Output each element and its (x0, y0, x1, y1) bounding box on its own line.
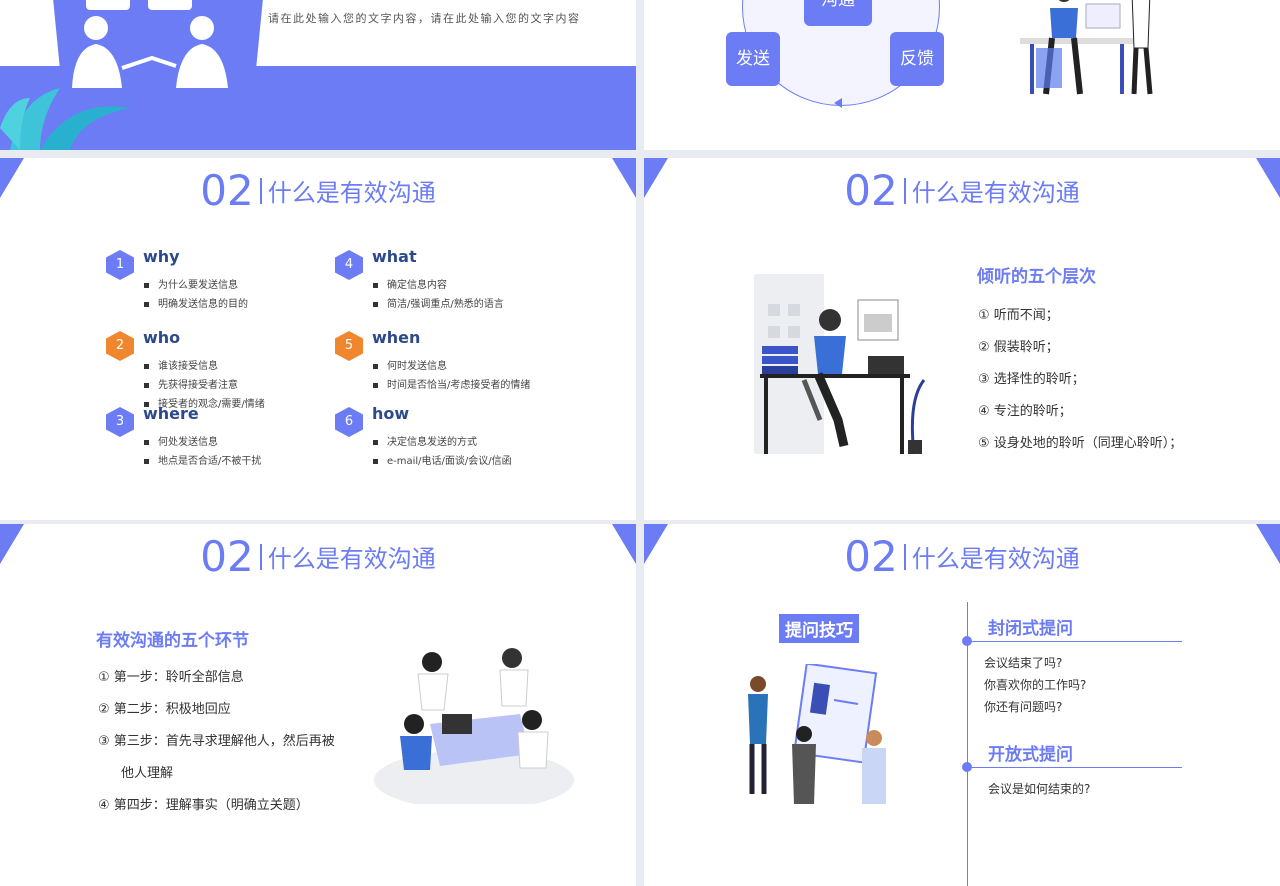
timeline-dot-open (962, 762, 972, 772)
feedback-box: 反馈 (890, 32, 944, 86)
corner-triangle-right (612, 524, 636, 564)
slide-heading: 02 什么是有效沟通 (644, 532, 1280, 581)
step-item: ③ 第三步：首先寻求理解他人，然后再被 (98, 734, 335, 749)
people-talking-icon (72, 0, 228, 88)
heading-divider (259, 177, 262, 204)
closed-question: 你还有问题吗? (984, 700, 1063, 714)
closed-question: 会议结束了吗? (984, 656, 1063, 670)
slide1-subtitle: 请在此处输入您的文字内容，请在此处输入您的文字内容 (268, 12, 581, 25)
question-word: what (372, 247, 417, 266)
slide-heading: 02 什么是有效沟通 (0, 166, 636, 215)
woman-desk-illustration (754, 274, 926, 455)
corner-triangle-left (0, 158, 24, 198)
number-badge: 1 (106, 250, 134, 280)
bullet-item: 谁该接受信息 (144, 357, 218, 372)
heading-title: 什么是有效沟通 (911, 179, 1080, 207)
listening-level: ② 假装聆听； (978, 340, 1059, 355)
listening-level: ① 听而不闻； (978, 308, 1059, 323)
heading-divider (903, 543, 906, 570)
bullet-item: 为什么要发送信息 (144, 276, 238, 291)
timeline-line (967, 602, 968, 886)
step-item: 他人理解 (121, 766, 174, 781)
heading-number: 02 (200, 532, 254, 581)
chat-illustration (52, 0, 264, 96)
heading-number: 02 (200, 166, 254, 215)
step-item: ② 第二步：积极地回应 (98, 702, 231, 717)
corner-triangle-right (1256, 524, 1280, 564)
five-steps-heading: 有效沟通的五个环节 (96, 631, 249, 651)
bullet-item: 决定信息发送的方式 (373, 433, 477, 448)
listening-level: ⑤ 设身处地的聆听（同理心聆听）； (978, 436, 1183, 451)
heading-title: 什么是有效沟通 (267, 179, 436, 207)
bullet-item: 先获得接受者注意 (144, 376, 238, 391)
bullet-item: 明确发送信息的目的 (144, 295, 248, 310)
heading-number: 02 (844, 166, 898, 215)
slide-3: 02 什么是有效沟通 1 why 为什么要发送信息明确发送信息的目的 2 who 谁该接受信… (0, 158, 636, 520)
number-badge: 6 (335, 407, 363, 437)
step-item: ① 第一步：聆听全部信息 (98, 670, 244, 685)
number-badge: 4 (335, 250, 363, 280)
question-word: why (143, 247, 180, 266)
closed-divider (972, 641, 1182, 642)
listening-level: ④ 专注的聆听； (978, 404, 1072, 419)
team-meeting-illustration (374, 648, 574, 804)
closed-question-title: 封闭式提问 (988, 619, 1073, 639)
heading-number: 02 (844, 532, 898, 581)
slide-4: 02 什么是有效沟通 倾听的五个层次 ① 听而不闻； ② 假装聆听； ③ 选择性的聆听… (644, 158, 1280, 520)
presentation-illustration (748, 664, 886, 804)
open-question: 会议是如何结束的? (988, 782, 1091, 796)
bullet-item: 确定信息内容 (373, 276, 447, 291)
center-box: 有效 沟通 (804, 0, 872, 26)
bullet-item: 时间是否恰当/考虑接受者的情绪 (373, 376, 530, 391)
open-question-title: 开放式提问 (988, 745, 1073, 765)
heading-title: 什么是有效沟通 (267, 545, 436, 573)
slide-heading: 02 什么是有效沟通 (644, 166, 1280, 215)
heading-title: 什么是有效沟通 (911, 545, 1080, 573)
send-box: 发送 (726, 32, 780, 86)
slide-2: 有效 沟通 发送 反馈 (644, 0, 1280, 150)
question-word: how (372, 404, 410, 423)
question-word: where (143, 404, 199, 423)
question-word: who (143, 328, 181, 347)
question-tag: 提问技巧 (779, 614, 859, 643)
office-worker-illustration (1020, 0, 1153, 95)
bullet-item: 接受者的观念/需要/情绪 (144, 395, 265, 410)
listening-heading: 倾听的五个层次 (977, 267, 1096, 287)
heading-divider (259, 543, 262, 570)
listening-level: ③ 选择性的聆听； (978, 372, 1085, 387)
slide-6: 02 什么是有效沟通 提问技巧 封闭式提问 会议结束了吗? 你喜欢你的工作吗? 你还有… (644, 524, 1280, 886)
number-badge: 5 (335, 331, 363, 361)
step-item: ④ 第四步：理解事实（明确立关题） (98, 798, 309, 813)
slide-5: 02 什么是有效沟通 有效沟通的五个环节 ① 第一步：聆听全部信息 ② 第二步：积极… (0, 524, 636, 886)
open-divider (972, 767, 1182, 768)
corner-triangle-right (1256, 158, 1280, 198)
corner-triangle-left (0, 524, 24, 564)
slide-1: 请在此处输入您的文字内容，请在此处输入您的文字内容 (0, 0, 636, 150)
timeline-dot-closed (962, 636, 972, 646)
bullet-item: e-mail/电话/面谈/会议/信函 (373, 452, 512, 467)
closed-question: 你喜欢你的工作吗? (984, 678, 1087, 692)
bullet-item: 简洁/强调重点/熟悉的语言 (373, 295, 504, 310)
slide-heading: 02 什么是有效沟通 (0, 532, 636, 581)
leaf-decoration-icon (0, 88, 130, 150)
question-word: when (372, 328, 421, 347)
arrow-left-icon (834, 98, 842, 108)
corner-triangle-left (644, 158, 668, 198)
bullet-item: 何时发送信息 (373, 357, 447, 372)
corner-triangle-left (644, 524, 668, 564)
number-badge: 3 (106, 407, 134, 437)
number-badge: 2 (106, 331, 134, 361)
corner-triangle-right (612, 158, 636, 198)
bullet-item: 地点是否合适/不被干扰 (144, 452, 261, 467)
heading-divider (903, 177, 906, 204)
bullet-item: 何处发送信息 (144, 433, 218, 448)
